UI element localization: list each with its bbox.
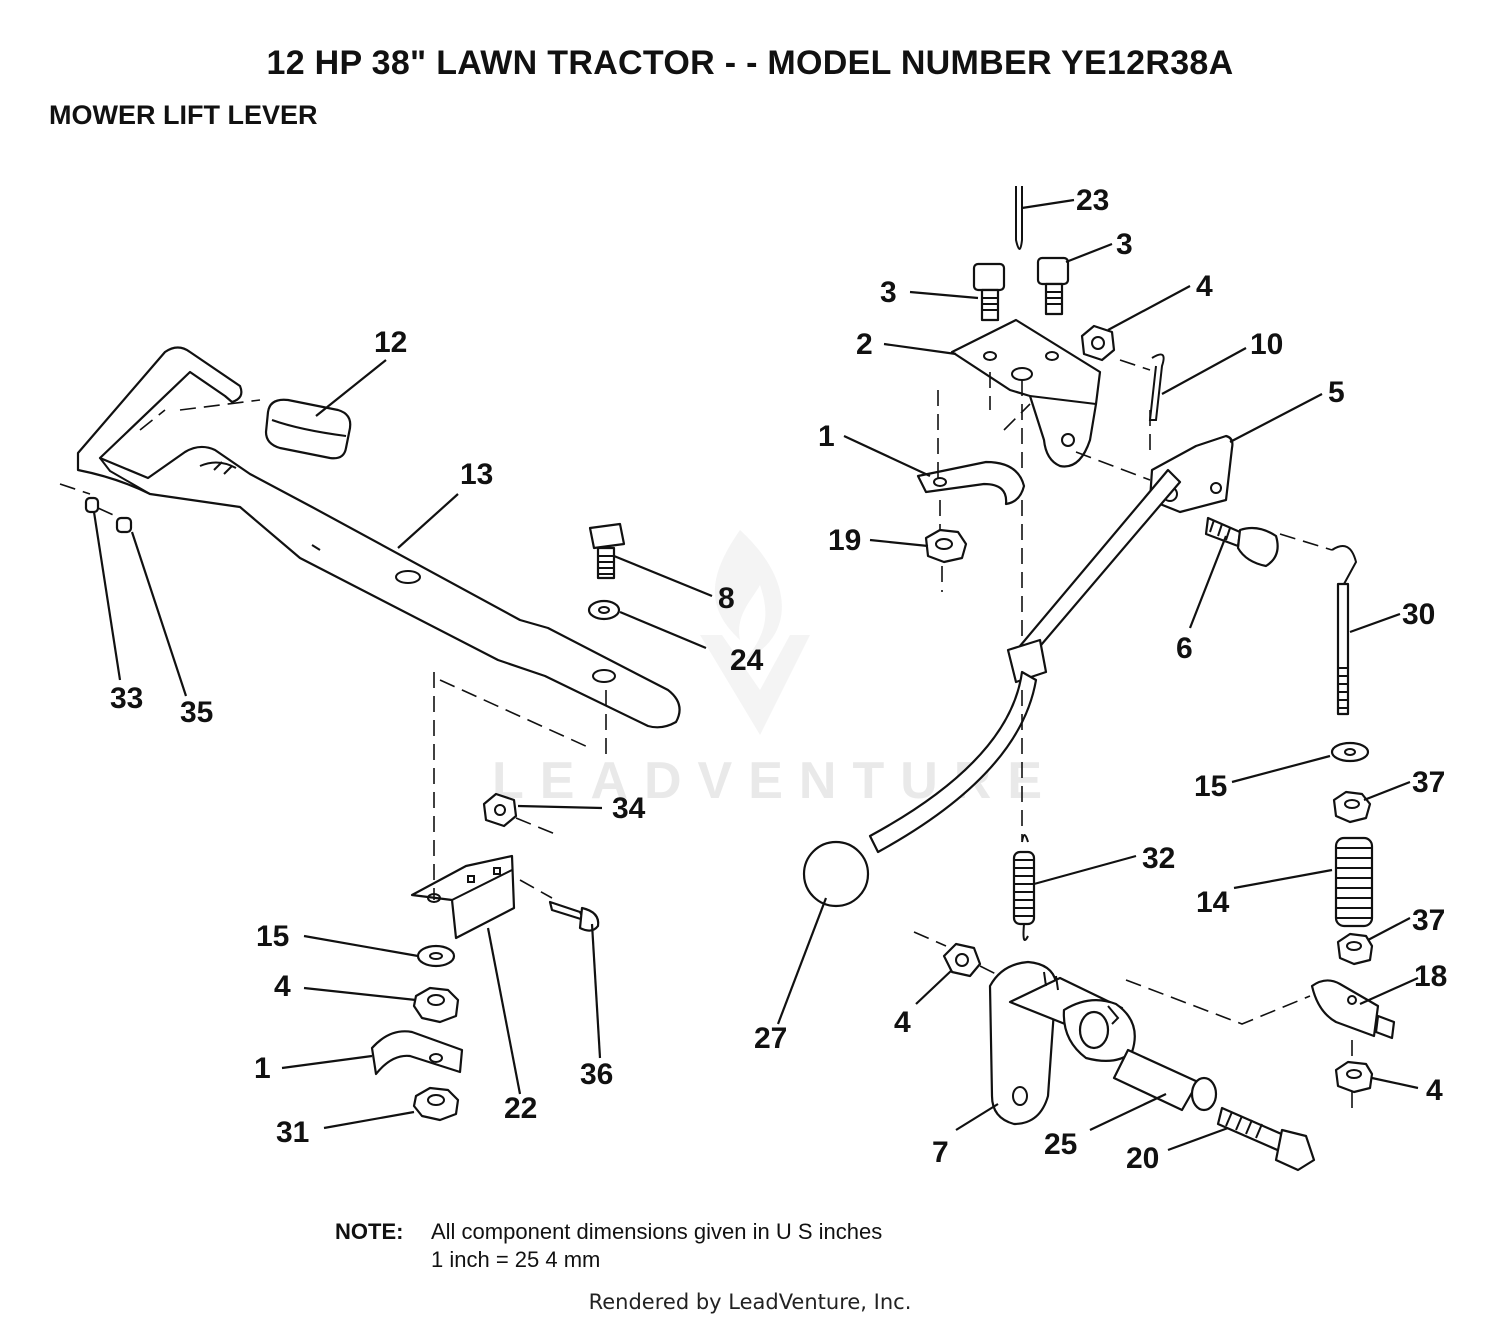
note-line-2: 1 inch = 25 4 mm (431, 1247, 601, 1272)
callout-4: 4 (1426, 1074, 1443, 1107)
bolt-20 (1216, 1106, 1316, 1172)
cotter-pin-23 (1015, 186, 1023, 250)
nut-4-middle (942, 942, 982, 978)
nut-31 (412, 1086, 460, 1122)
callout-37: 37 (1412, 766, 1445, 799)
callout-23: 23 (1076, 184, 1109, 217)
watermark-logo-icon (700, 530, 810, 735)
callout-15: 15 (1194, 770, 1227, 803)
callout-25: 25 (1044, 1128, 1077, 1161)
clip-1-left (370, 1030, 464, 1076)
callout-4: 4 (274, 970, 291, 1003)
callout-27: 27 (754, 1022, 787, 1055)
callout-20: 20 (1126, 1142, 1159, 1175)
callout-7: 7 (932, 1136, 949, 1169)
nut-19 (924, 528, 968, 564)
pin-33 (84, 496, 100, 514)
extension-spring-32 (1012, 834, 1036, 941)
bolt-3-left (972, 262, 1006, 322)
callout-31: 31 (276, 1116, 309, 1149)
note-line-1: All component dimensions given in U S in… (431, 1219, 883, 1244)
knob-27 (802, 840, 870, 908)
lift-rod-30 (1331, 545, 1358, 716)
washer-15-right (1330, 741, 1370, 763)
callout-labels: 23 3 3 4 2 10 5 1 19 6 30 15 37 14 37 18… (110, 184, 1447, 1175)
cotter-pin-10 (1148, 353, 1165, 421)
callout-3: 3 (1116, 228, 1133, 261)
grip-12 (264, 398, 352, 460)
callout-8: 8 (718, 582, 735, 615)
locknut-37-top (1332, 790, 1372, 824)
clip-1-right (916, 460, 1026, 506)
compression-spring-14 (1334, 836, 1374, 928)
page-title: 12 HP 38" LAWN TRACTOR - - MODEL NUMBER … (266, 44, 1234, 82)
callout-35: 35 (180, 696, 213, 729)
callout-10: 10 (1250, 328, 1283, 361)
callout-18: 18 (1414, 960, 1447, 993)
callout-32: 32 (1142, 842, 1175, 875)
callout-1: 1 (818, 420, 835, 453)
washer-24 (587, 599, 621, 621)
callout-5: 5 (1328, 376, 1345, 409)
pin-35 (115, 516, 133, 534)
shoulder-bolt-6 (1204, 516, 1279, 568)
trunnion-18 (1310, 979, 1396, 1040)
locknut-37-bottom (1336, 932, 1374, 966)
callout-36: 36 (580, 1058, 613, 1091)
nut-4-left (412, 986, 460, 1024)
washer-15-left (416, 944, 456, 968)
callout-24: 24 (730, 644, 764, 677)
nut-4-top (1080, 324, 1116, 362)
callout-30: 30 (1402, 598, 1435, 631)
callout-22: 22 (504, 1092, 537, 1125)
bracket-22 (410, 854, 516, 940)
dimension-note: NOTE: All component dimensions given in U… (335, 1218, 882, 1274)
callout-19: 19 (828, 524, 861, 557)
lift-handle-13 (76, 346, 681, 729)
callout-3: 3 (880, 276, 897, 309)
callout-34: 34 (612, 792, 646, 825)
spacer-25 (1112, 1048, 1218, 1112)
footer-credit: Rendered by LeadVenture, Inc. (588, 1290, 912, 1314)
callout-1: 1 (254, 1052, 271, 1085)
collar-plate (1062, 999, 1136, 1063)
callout-33: 33 (110, 682, 143, 715)
callout-6: 6 (1176, 632, 1193, 665)
callout-12: 12 (374, 326, 407, 359)
section-title: MOWER LIFT LEVER (49, 100, 318, 130)
nut-4-bottom-right (1334, 1060, 1374, 1094)
pivot-bracket-2 (950, 318, 1102, 468)
nut-34 (482, 792, 518, 828)
lift-lever-5 (868, 434, 1234, 854)
callout-4: 4 (1196, 270, 1213, 303)
bolt-3-right (1036, 256, 1070, 316)
carriage-bolt-36 (548, 900, 600, 932)
callout-2: 2 (856, 328, 873, 361)
bolt-8 (588, 522, 626, 580)
callout-13: 13 (460, 458, 493, 491)
callout-15: 15 (256, 920, 289, 953)
callout-14: 14 (1196, 886, 1230, 919)
note-label: NOTE: (335, 1219, 404, 1244)
callout-4: 4 (894, 1006, 911, 1039)
callout-37: 37 (1412, 904, 1445, 937)
